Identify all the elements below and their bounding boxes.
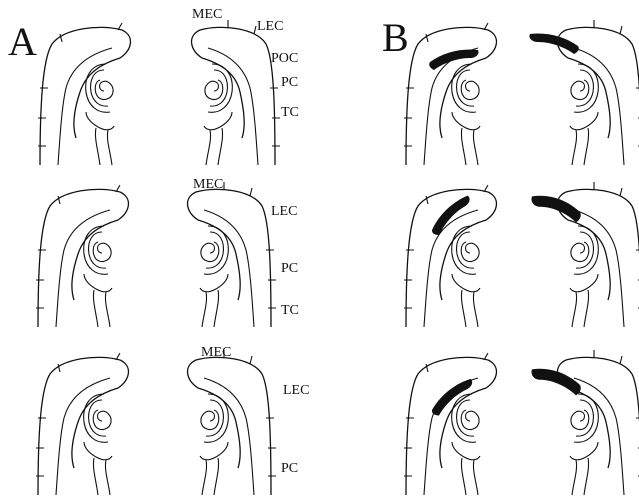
label-tc-row1: TC <box>281 106 299 120</box>
lesion-row1-right <box>529 34 578 55</box>
b-row1-left-section <box>404 23 496 165</box>
lesion-row2-right <box>531 196 580 223</box>
panel-label-b: B <box>382 18 409 58</box>
label-pc-row1: PC <box>281 76 298 90</box>
label-tc-row2: TC <box>281 304 299 318</box>
panel-label-a: A <box>8 22 37 62</box>
b-row3-right-section <box>558 350 639 495</box>
label-pc-row2: PC <box>281 262 298 276</box>
label-lec-row1: LEC <box>257 20 283 34</box>
label-lec-row2: LEC <box>271 205 297 219</box>
panel-a-drawings <box>36 20 280 495</box>
row3-right-section <box>188 350 276 495</box>
row3-left-section <box>36 353 128 495</box>
label-poc-row1: POC <box>271 52 298 66</box>
label-lec-row3: LEC <box>283 384 309 398</box>
row2-left-section <box>36 185 128 327</box>
b-row3-left-section <box>404 353 496 495</box>
b-row2-right-section <box>558 182 639 327</box>
lesion-row1-left <box>429 50 478 71</box>
row1-left-section <box>38 23 130 165</box>
row2-right-section <box>188 182 276 327</box>
label-mec-row1: MEC <box>192 8 222 22</box>
label-pc-row3: PC <box>281 462 298 476</box>
panel-b-drawings <box>404 20 639 495</box>
lesion-row3-right <box>531 369 580 396</box>
label-mec-row3: MEC <box>201 346 231 360</box>
lesion-row2-left <box>425 195 478 237</box>
row1-right-section <box>192 20 280 165</box>
label-mec-row2: MEC <box>193 178 223 192</box>
